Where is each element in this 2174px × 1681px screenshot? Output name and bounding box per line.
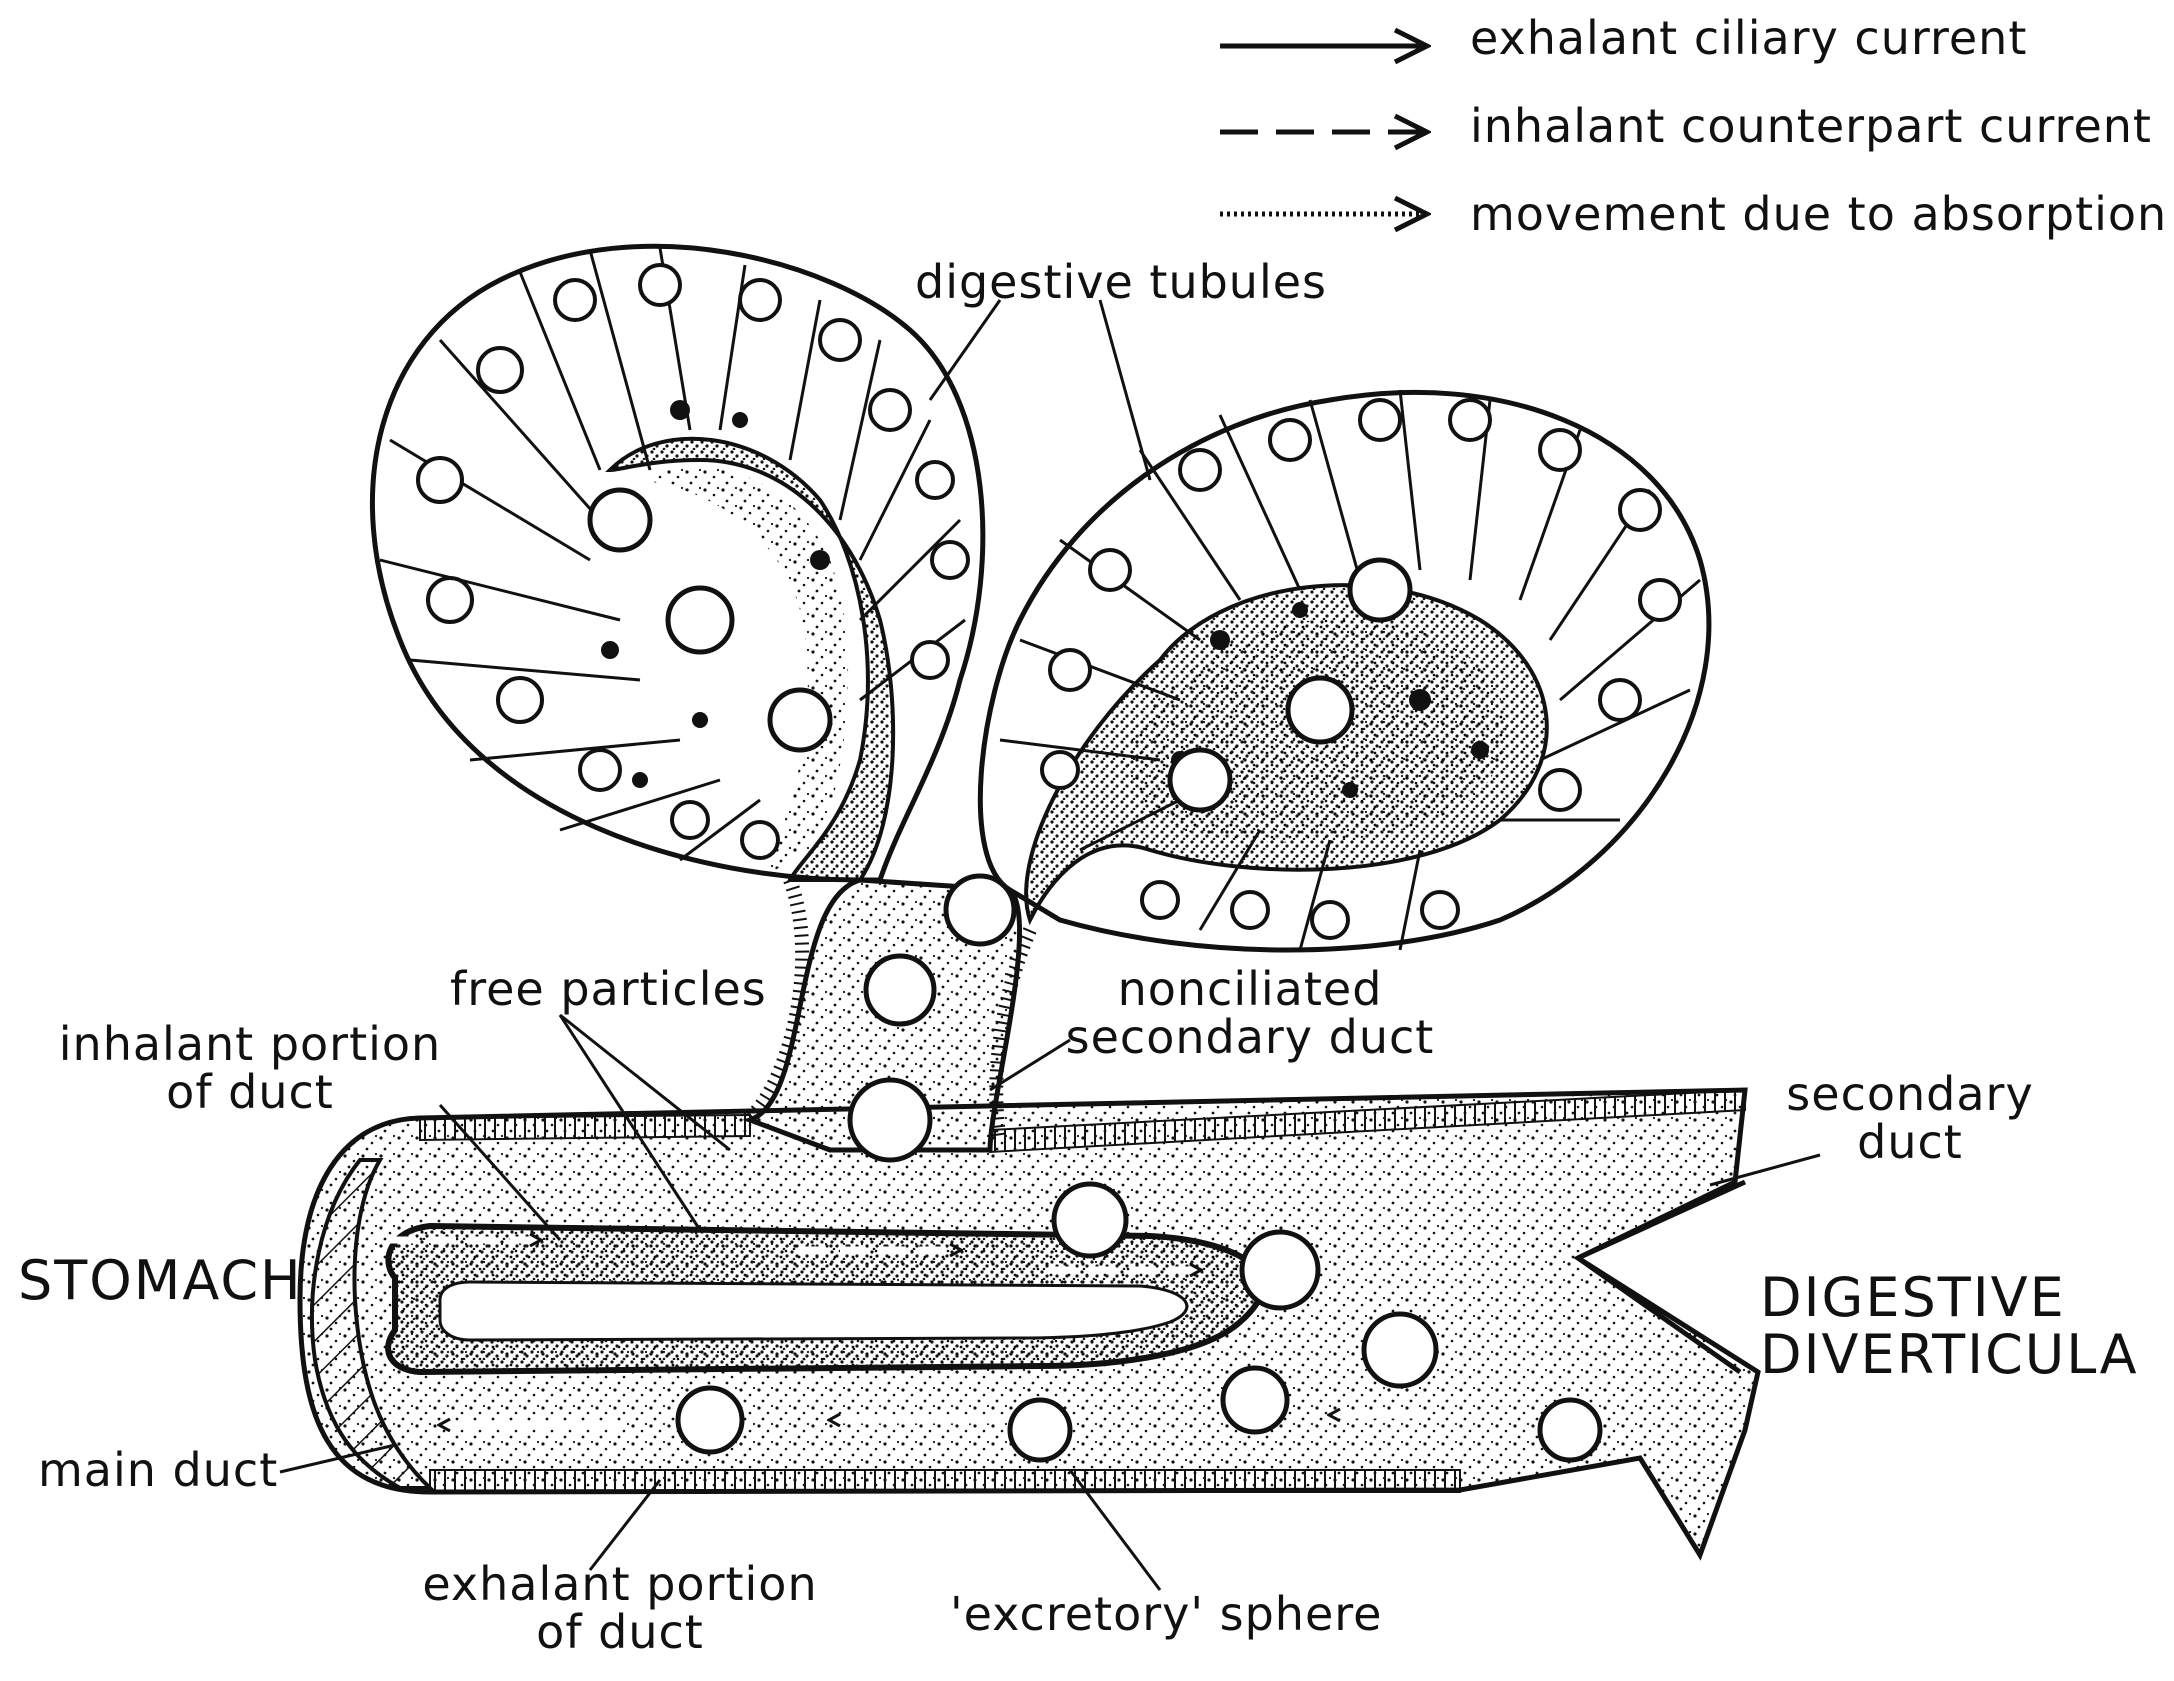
label-secondary-duct-line1: secondary	[1786, 1067, 2034, 1121]
legend-label-exhalant: exhalant ciliary current	[1470, 11, 2028, 65]
label-stomach: STOMACH	[18, 1249, 303, 1312]
legend-label-absorption: movement due to absorption	[1470, 187, 2168, 241]
label-digestive-diverticula: DIGESTIVE DIVERTICULA	[1760, 1266, 2139, 1386]
leader-lines	[279, 299, 1821, 1591]
legend-arrows	[1220, 46, 1425, 214]
label-inhalant-portion-line2: of duct	[166, 1065, 334, 1120]
label-main-duct: main duct	[38, 1443, 279, 1497]
label-nonciliated-line2: secondary duct	[1065, 1010, 1435, 1065]
label-exhalant-portion: exhalant portion of duct	[400, 1560, 840, 1657]
label-exhalant-portion-line1: exhalant portion	[422, 1557, 818, 1611]
excretory-spheres	[587, 487, 1603, 1463]
label-free-particles: free particles	[450, 962, 767, 1016]
label-nonciliated-line1: nonciliated	[1117, 962, 1383, 1016]
label-inhalant-portion-line1: inhalant portion	[58, 1017, 442, 1071]
label-diverticula-line1: DIGESTIVE	[1760, 1266, 2066, 1329]
right-tubule-nuclei	[1040, 398, 1682, 940]
left-digestive-tubule	[369, 243, 986, 883]
main-duct-drawing	[297, 1087, 1761, 1561]
label-secondary-duct-line2: duct	[1857, 1115, 1963, 1170]
flow-arrows	[390, 1240, 1420, 1425]
label-diverticula-line2: DIVERTICULA	[1760, 1322, 2139, 1386]
legend-label-inhalant: inhalant counterpart current	[1470, 99, 2152, 153]
left-tubule-nuclei	[416, 263, 970, 860]
label-excretory-sphere: 'excretory' sphere	[950, 1587, 1383, 1641]
label-inhalant-portion: inhalant portion of duct	[30, 1020, 470, 1117]
label-digestive-tubules: digestive tubules	[915, 255, 1327, 309]
label-nonciliated-secondary-duct: nonciliated secondary duct	[1060, 965, 1440, 1062]
label-secondary-duct: secondary duct	[1760, 1070, 2060, 1167]
label-exhalant-portion-line2: of duct	[536, 1605, 704, 1660]
right-digestive-tubule	[977, 389, 1712, 953]
